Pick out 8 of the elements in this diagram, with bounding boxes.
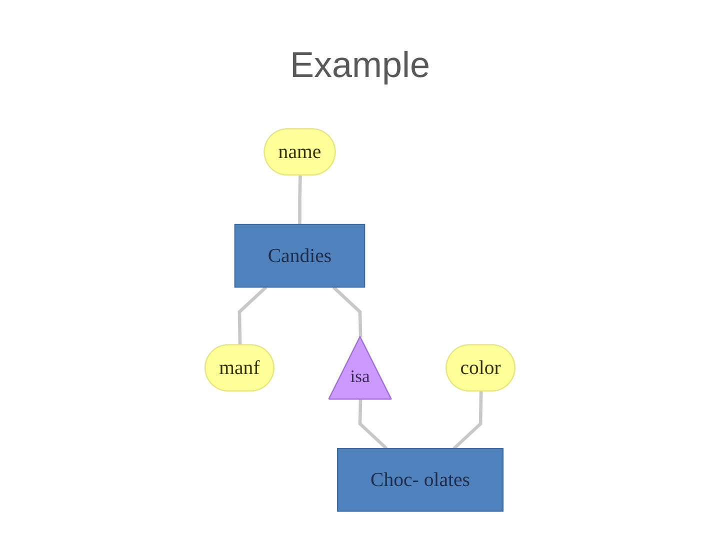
connector (238, 286, 268, 346)
slide-title: Example (290, 44, 430, 86)
connector (452, 391, 483, 450)
connector (332, 286, 362, 338)
node-box: Candies (234, 224, 366, 288)
connector (298, 176, 302, 224)
connector (358, 400, 388, 450)
node-box: Choc- olates (336, 448, 504, 512)
